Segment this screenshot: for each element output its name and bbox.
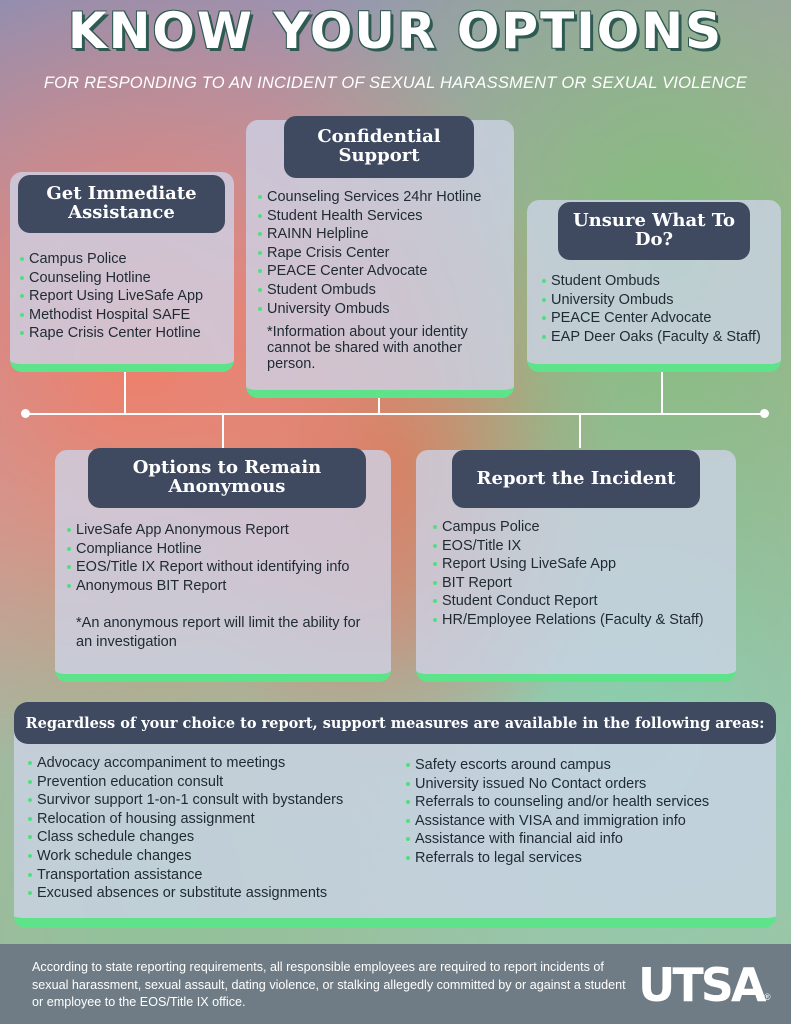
support-measures-card: [14, 718, 776, 928]
confidential-support-title: Confidential Support: [317, 126, 441, 166]
list-item: Prevention education consult: [28, 773, 343, 792]
list-item: Report Using LiveSafe App: [20, 287, 203, 306]
connector-stem: [222, 414, 224, 448]
list-item: Rape Crisis Center: [258, 244, 481, 263]
list-item: EAP Deer Oaks (Faculty & Staff): [542, 328, 761, 347]
list-item: Excused absences or substitute assignmen…: [28, 884, 343, 903]
report-header: Report the Incident: [452, 450, 700, 508]
report-list: Campus Police EOS/Title IX Report Using …: [433, 518, 704, 630]
connector-stem: [661, 372, 663, 414]
list-item: PEACE Center Advocate: [258, 262, 481, 281]
list-item: Compliance Hotline: [67, 540, 349, 559]
list-item: Work schedule changes: [28, 847, 343, 866]
list-item: BIT Report: [433, 574, 704, 593]
confidential-support-list: Counseling Services 24hr Hotline Student…: [258, 188, 481, 318]
support-measures-title: Regardless of your choice to report, sup…: [25, 714, 765, 732]
list-item: Student Ombuds: [542, 272, 761, 291]
list-item: LiveSafe App Anonymous Report: [67, 521, 349, 540]
list-item: Methodist Hospital SAFE: [20, 306, 203, 325]
support-right-list: Safety escorts around campus University …: [406, 756, 709, 868]
list-item: Referrals to legal services: [406, 849, 709, 868]
unsure-list: Student Ombuds University Ombuds PEACE C…: [542, 272, 761, 346]
list-item: Survivor support 1-on-1 consult with bys…: [28, 791, 343, 810]
connector-line: [26, 413, 764, 415]
list-item: Safety escorts around campus: [406, 756, 709, 775]
list-item: University Ombuds: [258, 300, 481, 319]
connector-stem: [378, 398, 380, 414]
list-item: Campus Police: [20, 250, 203, 269]
immediate-assistance-title: Get Immediate Assistance: [46, 183, 197, 223]
list-item: EOS/Title IX Report without identifying …: [67, 558, 349, 577]
unsure-title: Unsure What To Do?: [572, 210, 736, 250]
list-item: Anonymous BIT Report: [67, 577, 349, 596]
footer: According to state reporting requirement…: [0, 944, 791, 1024]
list-item: RAINN Helpline: [258, 225, 481, 244]
list-item: Counseling Hotline: [20, 269, 203, 288]
list-item: Rape Crisis Center Hotline: [20, 324, 203, 343]
connector-dot-left: [21, 409, 30, 418]
anonymous-title: Options to Remain Anonymous: [132, 457, 322, 497]
list-item: Relocation of housing assignment: [28, 810, 343, 829]
anonymous-header: Options to Remain Anonymous: [88, 448, 366, 508]
utsa-logo: UTSA: [638, 958, 766, 1012]
list-item: Assistance with VISA and immigration inf…: [406, 812, 709, 831]
list-item: Campus Police: [433, 518, 704, 537]
report-title: Report the Incident: [476, 467, 676, 489]
list-item: Advocacy accompaniment to meetings: [28, 754, 343, 773]
list-item: University Ombuds: [542, 291, 761, 310]
list-item: Report Using LiveSafe App: [433, 555, 704, 574]
support-measures-header: Regardless of your choice to report, sup…: [14, 702, 776, 744]
list-item: Class schedule changes: [28, 828, 343, 847]
anonymous-note: *An anonymous report will limit the abil…: [76, 615, 361, 650]
list-item: Student Health Services: [258, 207, 481, 226]
list-item: Assistance with financial aid info: [406, 830, 709, 849]
list-item: Student Ombuds: [258, 281, 481, 300]
page-subtitle: FOR RESPONDING TO AN INCIDENT OF SEXUAL …: [43, 74, 748, 92]
confidential-support-header: Confidential Support: [284, 116, 474, 178]
list-item: EOS/Title IX: [433, 537, 704, 556]
connector-stem: [124, 372, 126, 414]
list-item: University issued No Contact orders: [406, 775, 709, 794]
registered-mark: ®: [764, 992, 771, 1002]
page-title: KNOW YOUR OPTIONS: [67, 2, 724, 60]
immediate-assistance-header: Get Immediate Assistance: [18, 175, 225, 233]
support-left-list: Advocacy accompaniment to meetings Preve…: [28, 754, 343, 903]
list-item: PEACE Center Advocate: [542, 309, 761, 328]
confidential-note: *Information about your identity cannot …: [267, 324, 468, 372]
list-item: HR/Employee Relations (Faculty & Staff): [433, 611, 704, 630]
list-item: Student Conduct Report: [433, 592, 704, 611]
footer-text: According to state reporting requirement…: [32, 960, 626, 1009]
list-item: Transportation assistance: [28, 866, 343, 885]
immediate-assistance-list: Campus Police Counseling Hotline Report …: [20, 250, 203, 343]
connector-dot-right: [760, 409, 769, 418]
list-item: Referrals to counseling and/or health se…: [406, 793, 709, 812]
anonymous-list: LiveSafe App Anonymous Report Compliance…: [67, 521, 349, 595]
list-item: Counseling Services 24hr Hotline: [258, 188, 481, 207]
unsure-header: Unsure What To Do?: [558, 202, 750, 260]
connector-stem: [579, 414, 581, 448]
